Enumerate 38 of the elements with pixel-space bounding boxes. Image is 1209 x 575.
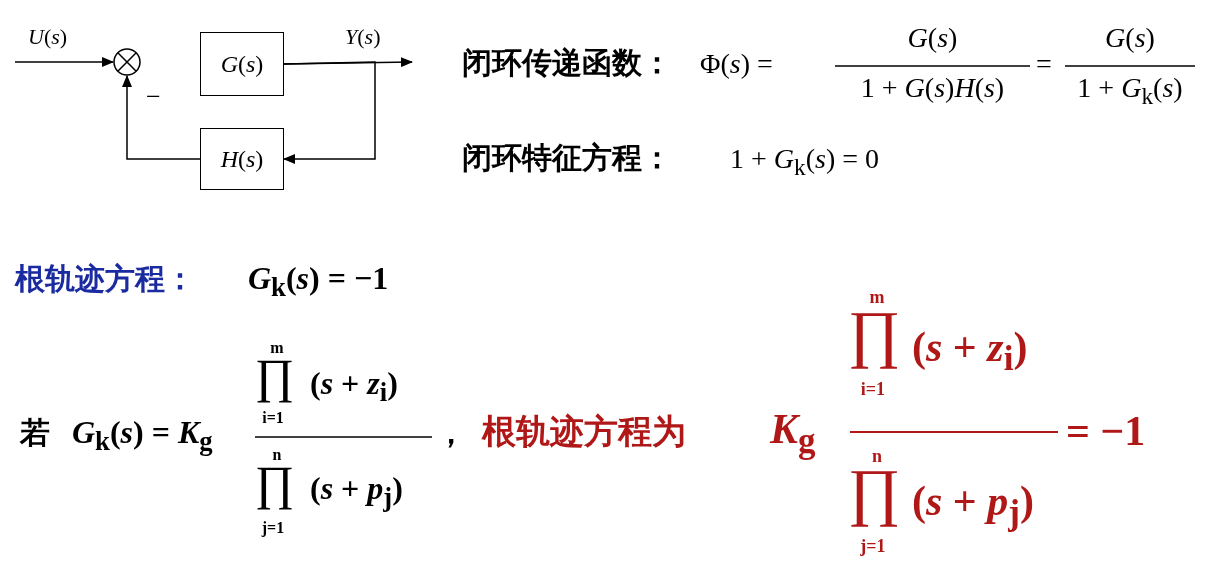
numerator: (s + z$_{i}$) [912, 326, 1028, 377]
equation: 1 + G$_{k}$(s) = 0 [730, 145, 880, 179]
equation-title: 根轨迹方程： [15, 264, 195, 294]
denominator: 1 + G$_{k}$(s) [1076, 74, 1184, 108]
arrow [14, 57, 114, 67]
product-index: i=1 [859, 380, 887, 398]
numerator: (s + z$_{i}$) [310, 367, 398, 407]
product-limit: n [271, 447, 283, 463]
edge-label: Y(s) [345, 26, 381, 48]
equals-sign: = [1036, 50, 1052, 78]
summing-junction [113, 48, 141, 76]
product-index: j=1 [859, 537, 887, 555]
denominator: 1 + G(s)H(s) [859, 74, 1006, 102]
arrow [122, 75, 201, 160]
product-index: i=1 [261, 410, 285, 426]
arrow [283, 61, 376, 164]
gain-symbol: K$_{g}$ [770, 408, 816, 459]
numerator: G(s) [906, 24, 959, 52]
product-limit: m [269, 340, 285, 356]
equation: G$_{k}$(s) = −1 [248, 262, 389, 302]
equation: G$_{k}$(s) = K$_{g}$ [72, 416, 213, 456]
block-box: H(s) [200, 128, 284, 190]
equation-title: 根轨迹方程为 [482, 414, 686, 448]
condition-word: 若 [20, 418, 50, 448]
numerator: G(s) [1104, 24, 1156, 52]
equation-title: 闭环传递函数： [462, 48, 672, 78]
minus-sign: − [146, 84, 161, 110]
denominator: (s + p$_{j}$) [310, 472, 403, 512]
equation: = −1 [1066, 410, 1146, 452]
block-box: G(s) [200, 32, 284, 96]
product-limit: m [868, 288, 886, 306]
denominator: (s + p$_{j}$) [912, 480, 1034, 531]
product-limit: n [871, 447, 883, 465]
comma: ， [436, 418, 466, 448]
product-index: j=1 [260, 520, 286, 536]
edge-label: U(s) [28, 26, 68, 48]
equation-title: 闭环特征方程： [462, 143, 672, 173]
equation: Φ(s) = [700, 50, 773, 78]
